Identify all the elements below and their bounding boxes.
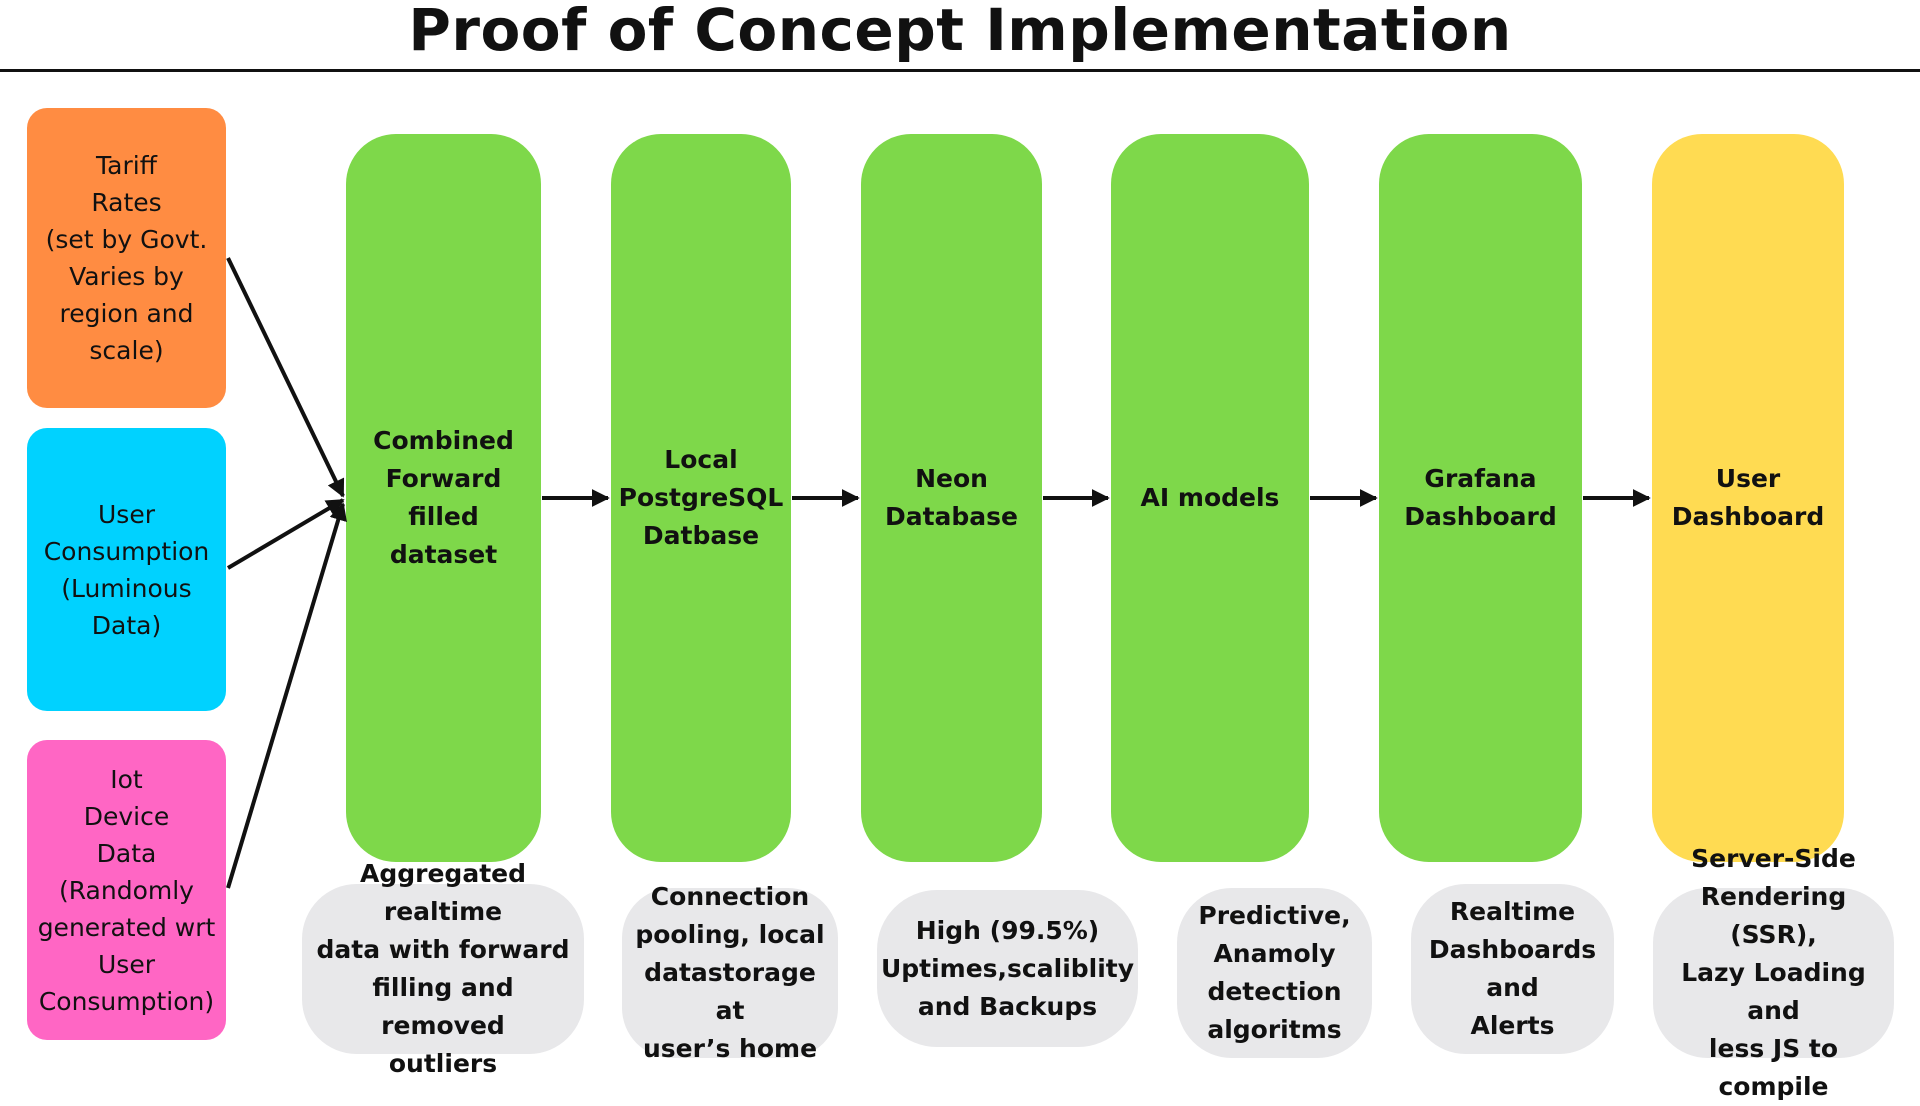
page-title: Proof of Concept Implementation	[408, 0, 1512, 64]
source-tariff-rates: Tariff Rates (set by Govt. Varies by reg…	[27, 108, 226, 408]
note-combined-dataset: Aggregated realtime data with forward fi…	[302, 859, 584, 1078]
arrow-consumption-to-combined	[226, 498, 345, 570]
source-user-consumption: User Consumption (Luminous Data)	[27, 428, 226, 711]
note-neon-database: High (99.5%) Uptimes,scaliblity and Back…	[877, 890, 1138, 1047]
stage-neon-database: Neon Database	[861, 134, 1042, 862]
stage-ai-models: AI models	[1111, 134, 1309, 862]
title-divider	[0, 69, 1920, 72]
note-user-dashboard: Server-Side Rendering (SSR), Lazy Loadin…	[1653, 844, 1894, 1101]
arrow-tariff-to-combined	[226, 257, 345, 498]
stage-combined-dataset: Combined Forward filled dataset	[346, 134, 541, 862]
stage-grafana-dashboard: Grafana Dashboard	[1379, 134, 1582, 862]
stage-user-dashboard: User Dashboard	[1652, 134, 1844, 862]
note-grafana-dashboard: Realtime Dashboards and Alerts	[1411, 884, 1614, 1054]
source-iot-device-data: Iot Device Data (Randomly generated wrt …	[27, 740, 226, 1040]
stage-local-postgresql: Local PostgreSQL Datbase	[611, 134, 791, 862]
note-local-postgresql: Connection pooling, local datastorage at…	[622, 882, 838, 1063]
arrow-iot-to-combined	[226, 502, 347, 889]
note-ai-models: Predictive, Anamoly detection algoritms	[1177, 888, 1372, 1058]
